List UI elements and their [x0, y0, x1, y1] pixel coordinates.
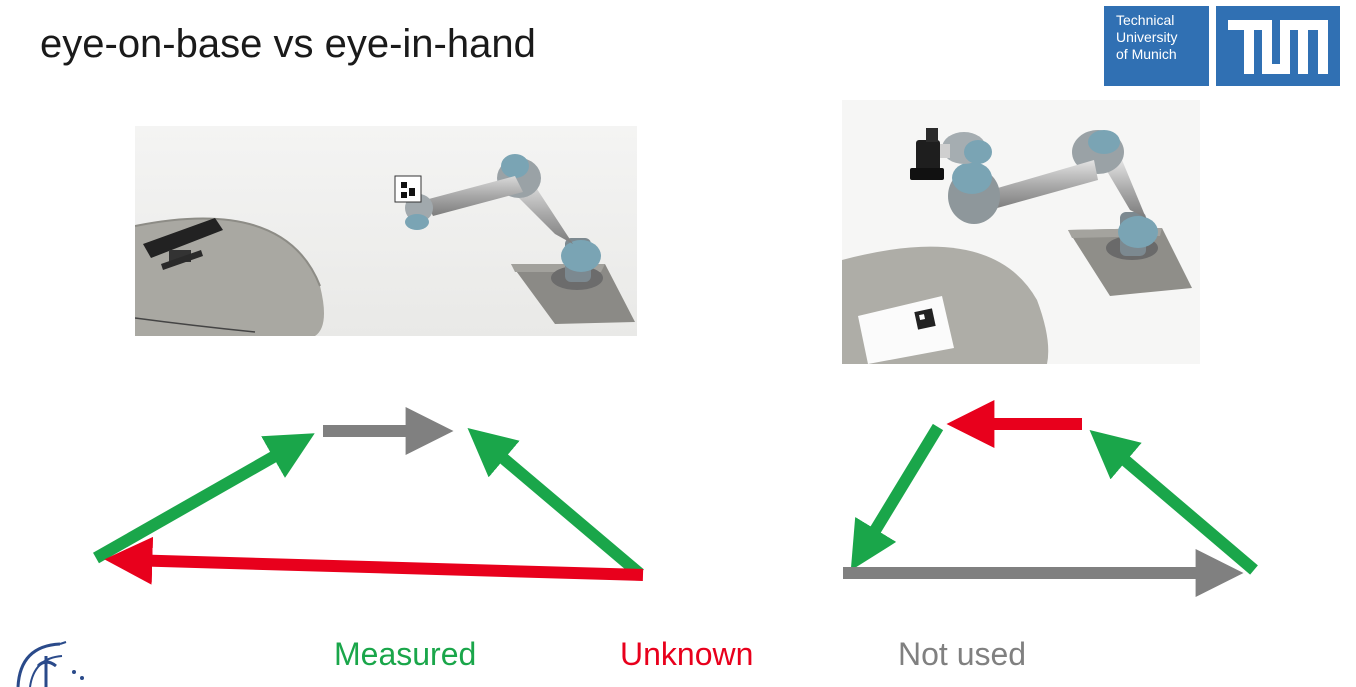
tum-name-line-3: of Munich [1116, 46, 1177, 62]
measured-arrow-right-up [1089, 429, 1258, 575]
tum-name-line-2: University [1116, 29, 1178, 45]
tum-name-line-1: Technical [1116, 12, 1175, 28]
vector-diagram [93, 400, 1258, 597]
eye-in-hand-vectors [843, 400, 1258, 597]
tum-logo: Technical University of Munich [1104, 6, 1340, 86]
unknown-arrow-bottom [104, 536, 644, 585]
measured-arrow-camera-to-marker [467, 428, 644, 579]
legend-measured: Measured [334, 636, 477, 672]
slide-title: eye-on-base vs eye-in-hand [40, 22, 536, 66]
tum-mark-icon [1216, 6, 1340, 86]
measured-arrow-left-down [850, 423, 944, 571]
legend-not-used: Not used [898, 636, 1027, 672]
tum-name-box: Technical University of Munich [1104, 6, 1209, 86]
eye-on-base-vectors [93, 407, 644, 585]
legend-unknown: Unknown [620, 636, 754, 672]
camera-on-base [143, 218, 223, 270]
eye-on-base-photo [135, 126, 637, 336]
footer-emblem-icon [0, 636, 100, 687]
eye-in-hand-photo [842, 100, 1200, 364]
measured-arrow-base-to-gripper [93, 433, 315, 564]
